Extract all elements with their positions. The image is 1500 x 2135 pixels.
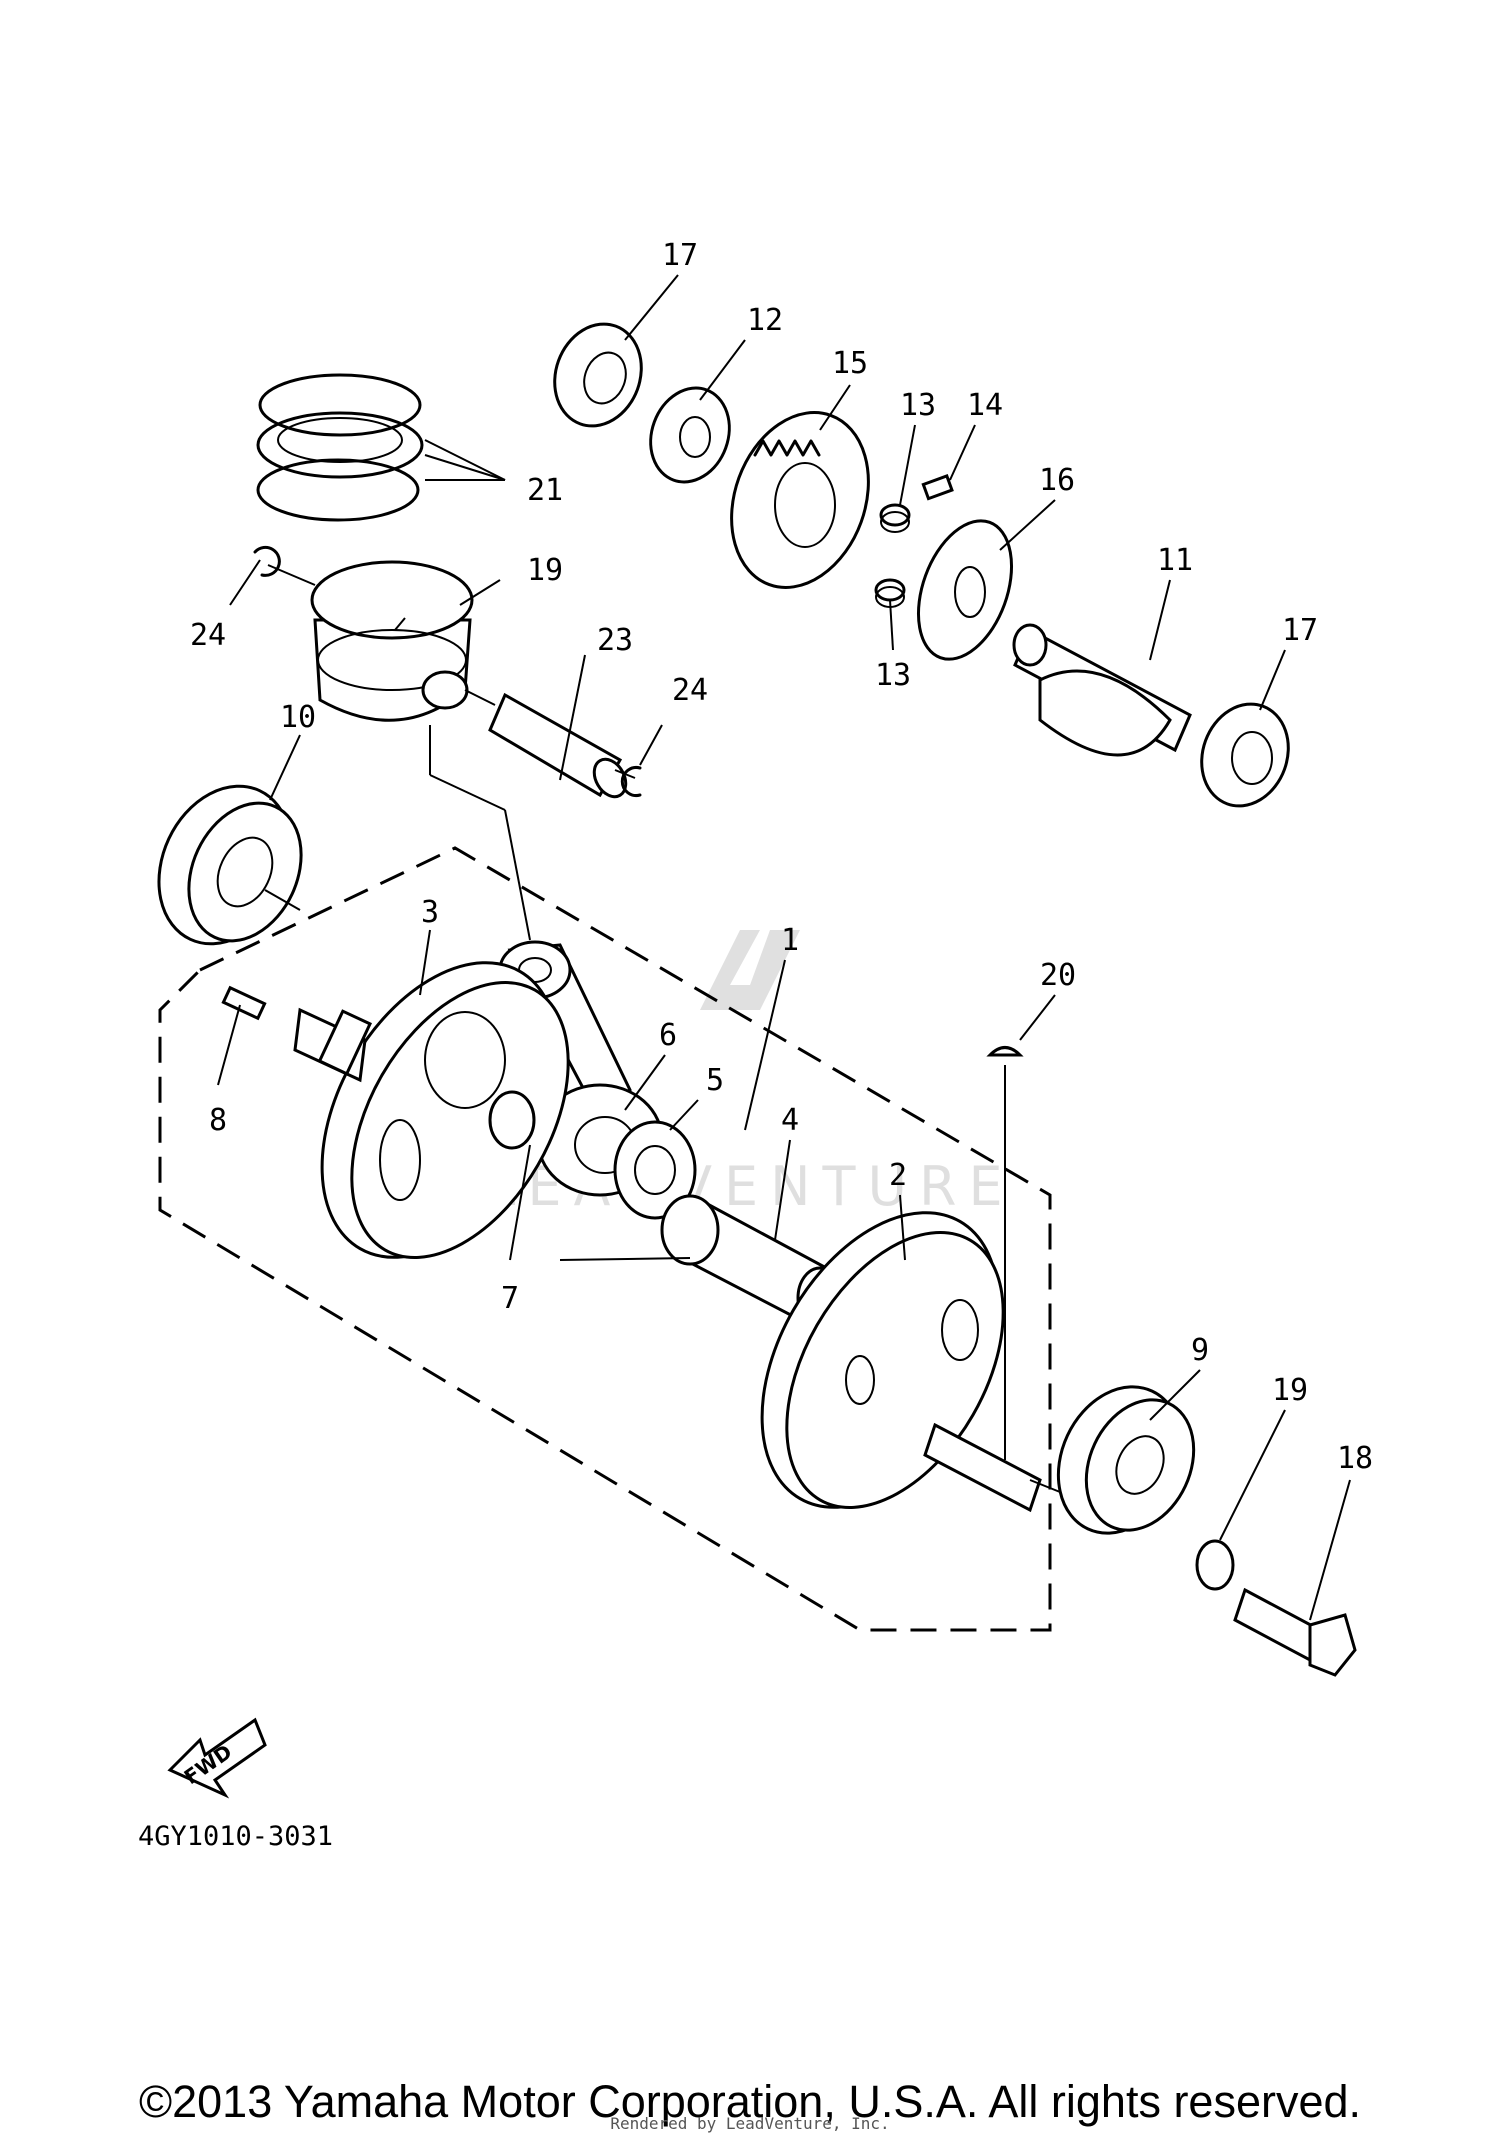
callout-1: 1 [781, 923, 799, 958]
crank-pin-bearing [613, 1120, 697, 1220]
callout-6: 6 [659, 1018, 677, 1053]
spring-13-top [879, 503, 911, 533]
callout-17-right: 17 [1282, 613, 1318, 648]
piston-rings [256, 373, 506, 522]
callout-8: 8 [209, 1103, 227, 1138]
callout-20: 20 [1040, 958, 1076, 993]
callout-9: 9 [1191, 1333, 1209, 1368]
callout-24-left: 24 [190, 618, 226, 653]
callout-17-top: 17 [662, 238, 698, 273]
circlip-right [620, 766, 642, 797]
crankshaft-assembly-boundary [158, 846, 1052, 1632]
callout-10: 10 [280, 700, 316, 735]
callout-19: 19 [1272, 1373, 1308, 1408]
gear-15 [730, 411, 870, 589]
washer-19 [1195, 1539, 1235, 1591]
callout-23: 23 [597, 623, 633, 658]
leader-lines [229, 274, 1351, 1621]
piston-pin [488, 692, 628, 799]
callout-18: 18 [1337, 1441, 1373, 1476]
callout-13-top: 13 [900, 388, 936, 423]
thrust-washers [488, 1090, 720, 1266]
pin-14 [921, 474, 954, 501]
gear-12 [649, 386, 731, 484]
crank-web-left [293, 961, 570, 1259]
bearing-17-top [553, 322, 643, 428]
callout-21: 19 [527, 553, 563, 588]
figure-code: 4GY1010-3031 [138, 1821, 333, 1852]
circlip-left [253, 545, 281, 577]
piston [310, 560, 474, 722]
callout-7: 7 [501, 1281, 519, 1316]
callout-3: 3 [421, 895, 439, 930]
callout-4: 4 [781, 1103, 799, 1138]
bearing-9 [1056, 1385, 1196, 1535]
key-8 [221, 985, 267, 1021]
callout-5: 5 [706, 1063, 724, 1098]
callout-16: 16 [1039, 463, 1075, 498]
crank-web-right [760, 1211, 1042, 1513]
bolt-18 [1233, 1587, 1357, 1677]
damper-plate-16 [916, 519, 1014, 661]
callout-24-right: 24 [672, 673, 708, 708]
bearing-17-right [1200, 702, 1290, 808]
key-20 [986, 1046, 1024, 1057]
callout-12: 12 [747, 303, 783, 338]
copyright-notice: ©2013 Yamaha Motor Corporation, U.S.A. A… [138, 2076, 1362, 2127]
callout-15: 15 [832, 346, 868, 381]
bearing-10 [157, 784, 303, 946]
callout-14: 14 [967, 388, 1003, 423]
callout-22: 21 [527, 473, 563, 508]
callout-13-bottom: 13 [875, 658, 911, 693]
fwd-arrow-icon: FWD [167, 1717, 267, 1799]
callout-11: 11 [1157, 543, 1193, 578]
callout-2: 2 [889, 1158, 907, 1193]
rendered-by-notice: Rendered by LeadVenture, Inc. [610, 2114, 890, 2133]
balancer-shaft-11 [1012, 623, 1192, 757]
